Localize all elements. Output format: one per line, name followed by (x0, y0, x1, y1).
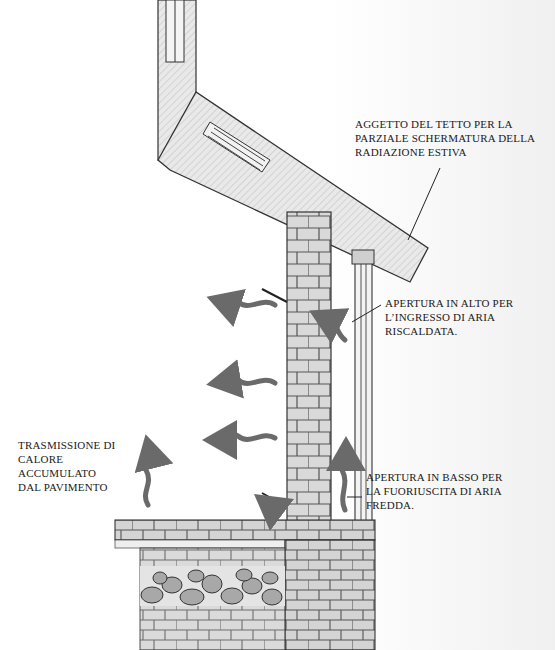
roof-skylight (203, 122, 270, 172)
upper-opening-label: APERTURA IN ALTO PER L’INGRESSO DI ARIA … (385, 296, 515, 338)
stone-bed (140, 566, 285, 606)
lower-opening (262, 493, 287, 507)
roof-overhang-label: AGGETTO DEL TETTO PER LA PARZIALE SCHERM… (355, 117, 551, 159)
lower-opening-label: APERTURA IN BASSO PER LA FUORIUSCITA DI … (366, 470, 506, 512)
upper-window (166, 0, 184, 62)
glazing (355, 262, 372, 524)
air-flow-arrows (145, 298, 346, 510)
masonry-wall (287, 212, 331, 522)
floor-heat-label: TRASMISSIONE DI CALORE ACCUMULATO DAL PA… (18, 438, 116, 494)
floor-slab (115, 520, 375, 540)
foundation-wall (285, 540, 375, 650)
